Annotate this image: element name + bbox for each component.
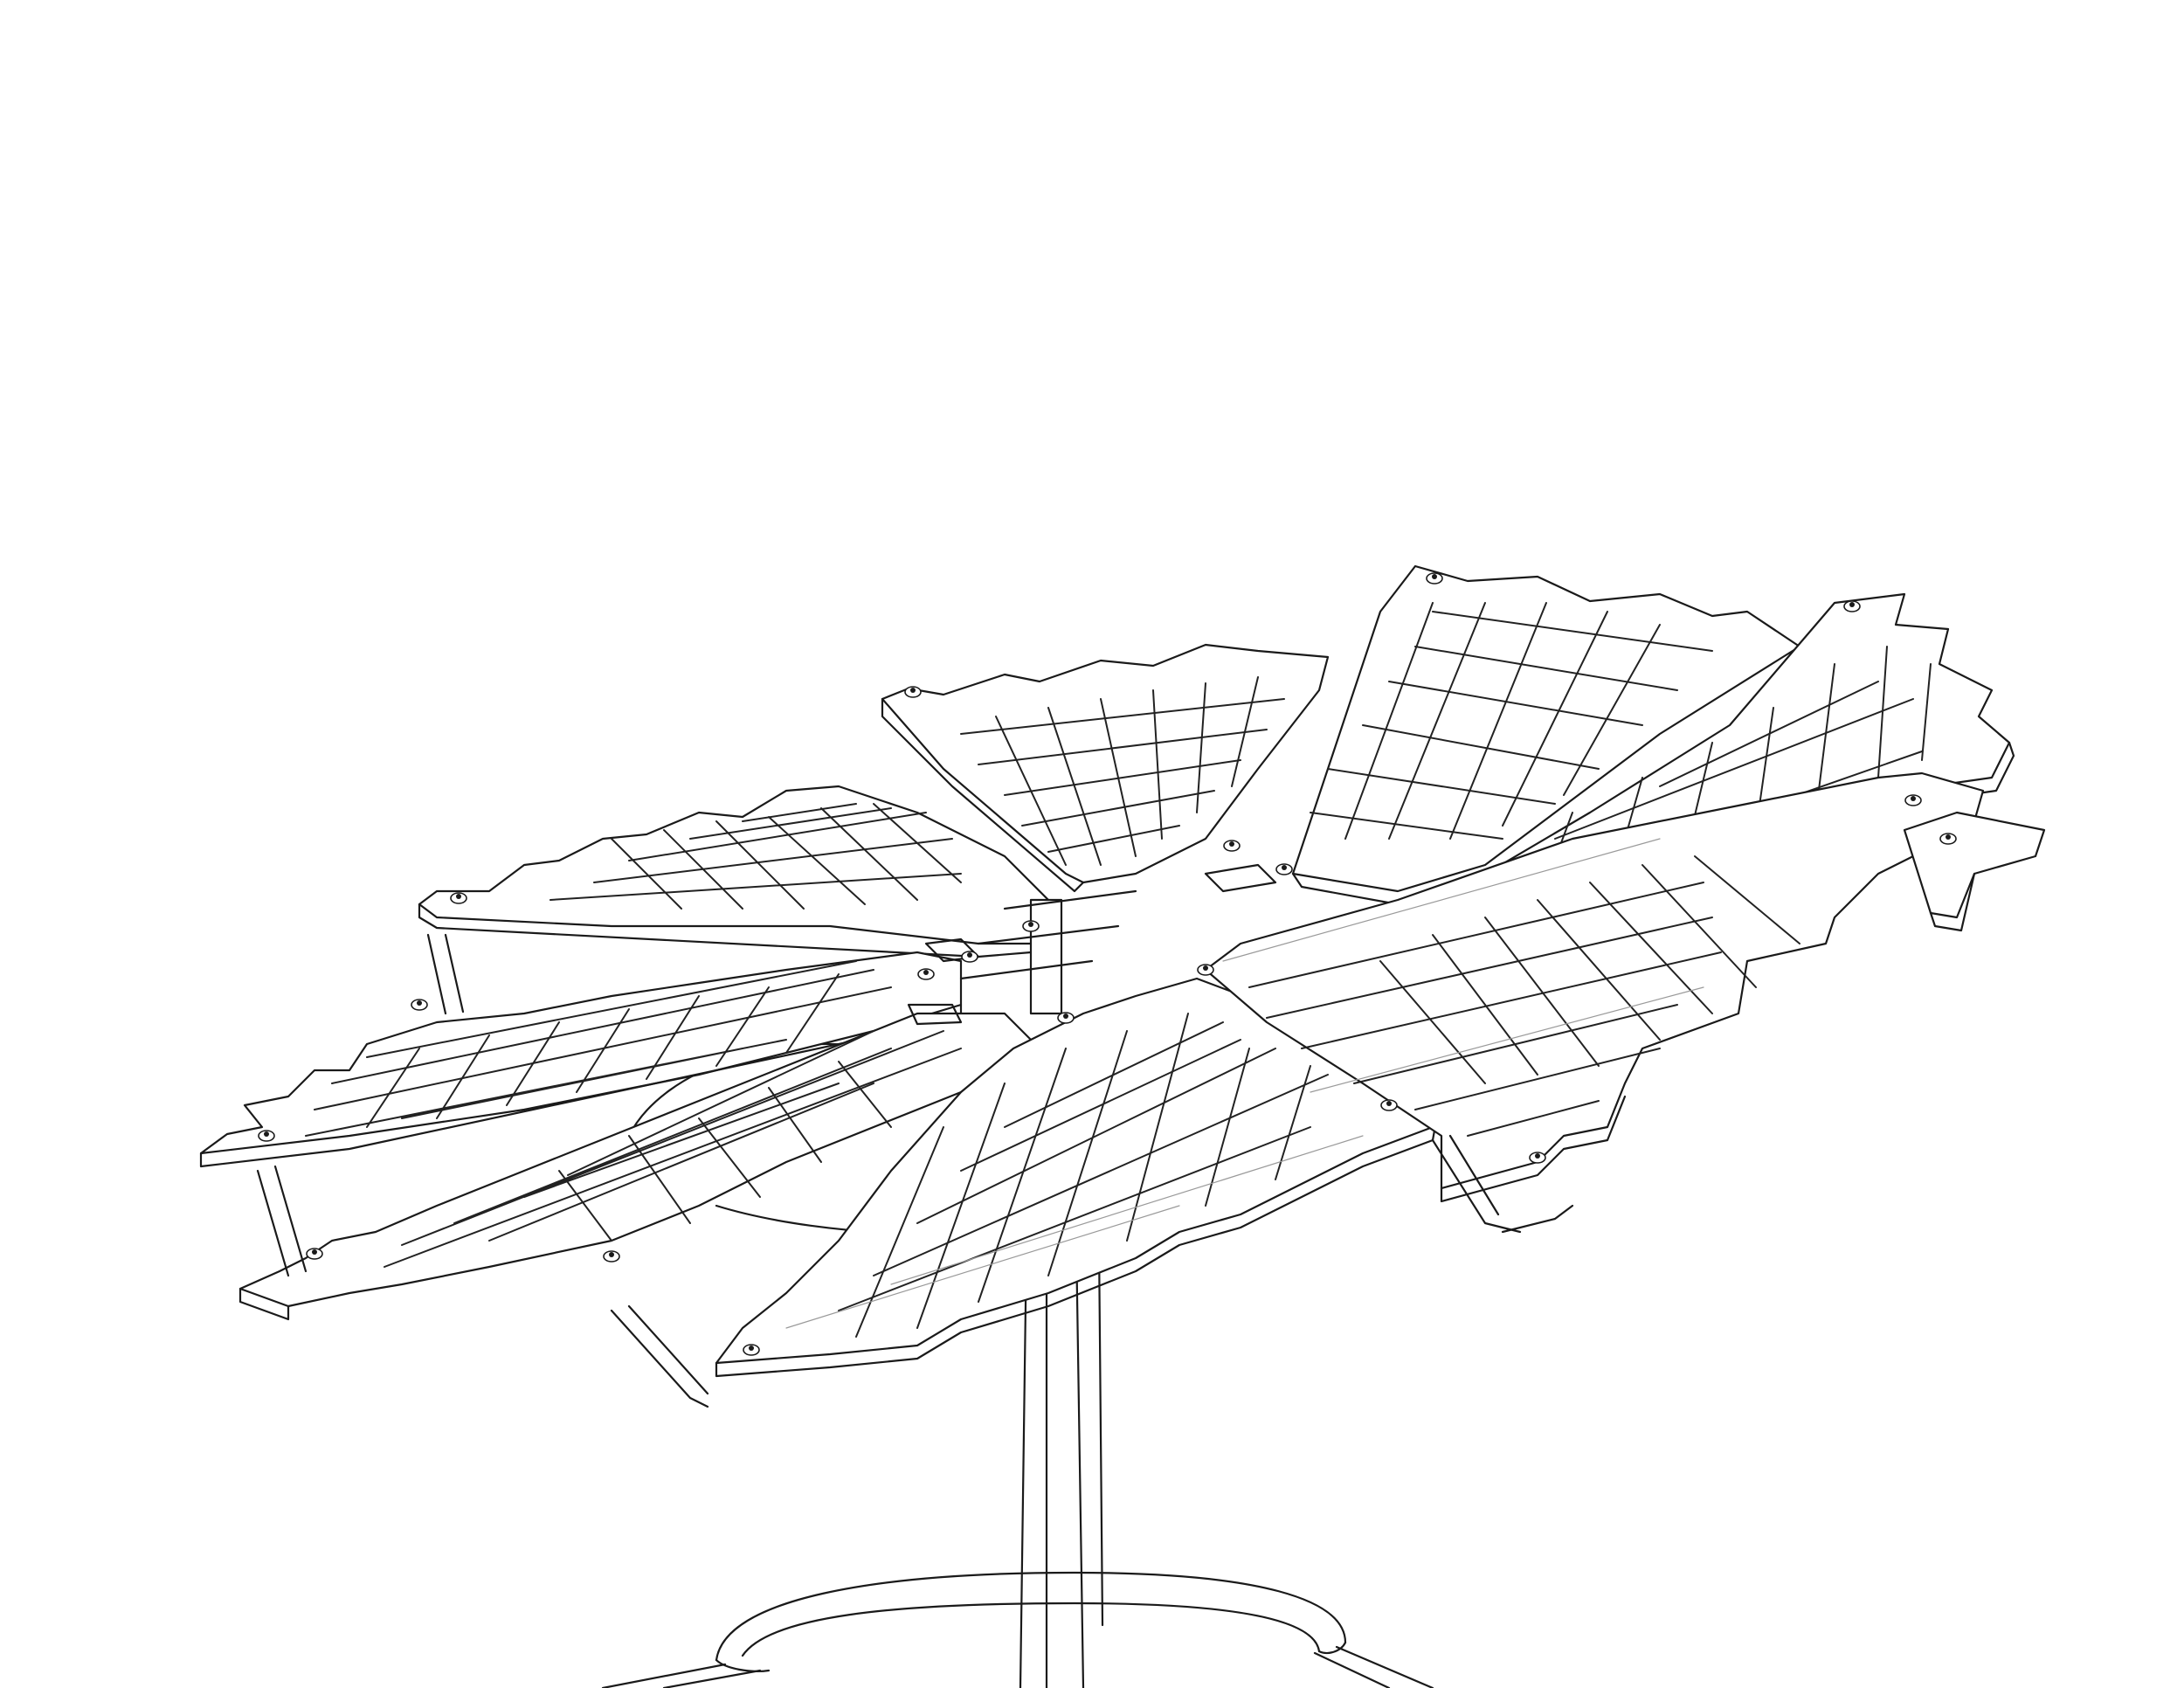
- bolt: [1843, 600, 1861, 612]
- petal-lower-left: [238, 1012, 1033, 1321]
- petal-back-right-grid: [1310, 602, 1713, 840]
- right-bracket: [1903, 811, 2046, 932]
- petal-back-left-grid: [549, 803, 962, 910]
- petal-back-top-edge: [881, 697, 1085, 893]
- bolt: [1223, 840, 1241, 852]
- petal-lower-left-edge: [238, 1287, 290, 1321]
- bolt: [1057, 1012, 1075, 1024]
- petal-right-front-grid: [1222, 838, 1800, 1137]
- bolt: [1022, 920, 1040, 932]
- petal-back-top-plate: [881, 643, 1330, 884]
- bolt: [904, 686, 922, 698]
- petal-right-front-edge: [1440, 1095, 1627, 1203]
- petal-lower-left-plate: [238, 1012, 1033, 1308]
- petal-back-right: [1291, 564, 1801, 906]
- petal-front-center-grid: [785, 1013, 1364, 1338]
- bolt: [961, 951, 978, 963]
- bolt: [1426, 572, 1443, 585]
- base-ring-outer: [715, 1571, 1347, 1662]
- petal-left-mid-grid: [305, 960, 892, 1137]
- bolt: [1275, 863, 1293, 875]
- bolt: [1380, 1099, 1398, 1111]
- right-bracket-arm: [1903, 811, 2046, 919]
- bolt: [306, 1248, 323, 1260]
- bolt: [1904, 794, 1922, 806]
- base-ring-inner: [741, 1602, 1321, 1657]
- hub-hinge-left: [924, 937, 980, 963]
- bolt: [411, 999, 428, 1011]
- petal-back-top-grid: [960, 676, 1285, 866]
- petal-lower-left-grid: [384, 1030, 962, 1268]
- hub-column: [1029, 898, 1063, 1015]
- bolt: [917, 968, 935, 980]
- petal-right-front: [1204, 771, 1985, 1203]
- bolt: [1939, 833, 1957, 845]
- support-pole: [1019, 1239, 1104, 1688]
- base-leg-left: [601, 1663, 762, 1688]
- bolt: [743, 1344, 760, 1356]
- bolt: [1529, 1152, 1546, 1164]
- hub-hinge-bottom: [907, 1003, 963, 1026]
- petal-front-center-edge: [715, 1090, 1443, 1378]
- petal-left-mid: [199, 951, 963, 1168]
- base-ring-front: [715, 1641, 1347, 1672]
- petal-back-left: [418, 785, 1050, 958]
- bolts: [258, 572, 1957, 1356]
- petal-back-left-edge: [418, 903, 1033, 958]
- stand: [601, 1239, 1434, 1688]
- bolt: [1197, 964, 1214, 976]
- base-leg-right: [1313, 1645, 1434, 1688]
- hub-hinge-right: [1204, 863, 1277, 893]
- petal-back-top: [881, 643, 1330, 893]
- petal-supports: [256, 933, 1574, 1408]
- bolt: [450, 892, 467, 904]
- bolt: [258, 1130, 275, 1142]
- bolt: [603, 1250, 620, 1263]
